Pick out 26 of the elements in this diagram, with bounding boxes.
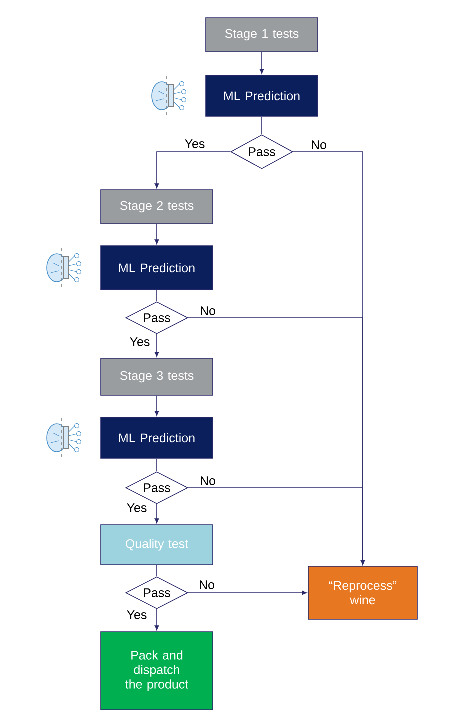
edge-label: Yes bbox=[126, 502, 148, 514]
arrow bbox=[154, 152, 231, 188]
process-box: Pack and dispatch the product bbox=[100, 632, 214, 710]
edge-label: No bbox=[310, 140, 328, 150]
arrow bbox=[188, 488, 366, 565]
arrow bbox=[154, 334, 160, 357]
process-box: Quality test bbox=[100, 524, 214, 566]
arrow bbox=[154, 609, 160, 630]
process-box: Stage 2 tests bbox=[100, 190, 214, 224]
edge-label: No bbox=[198, 580, 216, 590]
edge-label: Yes bbox=[128, 336, 152, 348]
edge-label: No bbox=[199, 476, 217, 486]
arrow bbox=[154, 224, 160, 244]
edge-label: No bbox=[199, 306, 217, 316]
process-box: Stage 3 tests bbox=[100, 358, 214, 396]
edge-label: Yes bbox=[184, 138, 206, 150]
process-box: ML Prediction bbox=[100, 246, 214, 290]
edge-label: Yes bbox=[126, 610, 148, 620]
arrow bbox=[154, 396, 160, 416]
arrow bbox=[154, 504, 160, 524]
process-box: “Reprocess” wine bbox=[308, 566, 418, 620]
arrow bbox=[188, 590, 307, 596]
process-box: ML Prediction bbox=[206, 75, 318, 117]
process-box: Stage 1 tests bbox=[206, 18, 318, 52]
arrow bbox=[260, 52, 264, 74]
process-box: ML Prediction bbox=[100, 417, 214, 459]
